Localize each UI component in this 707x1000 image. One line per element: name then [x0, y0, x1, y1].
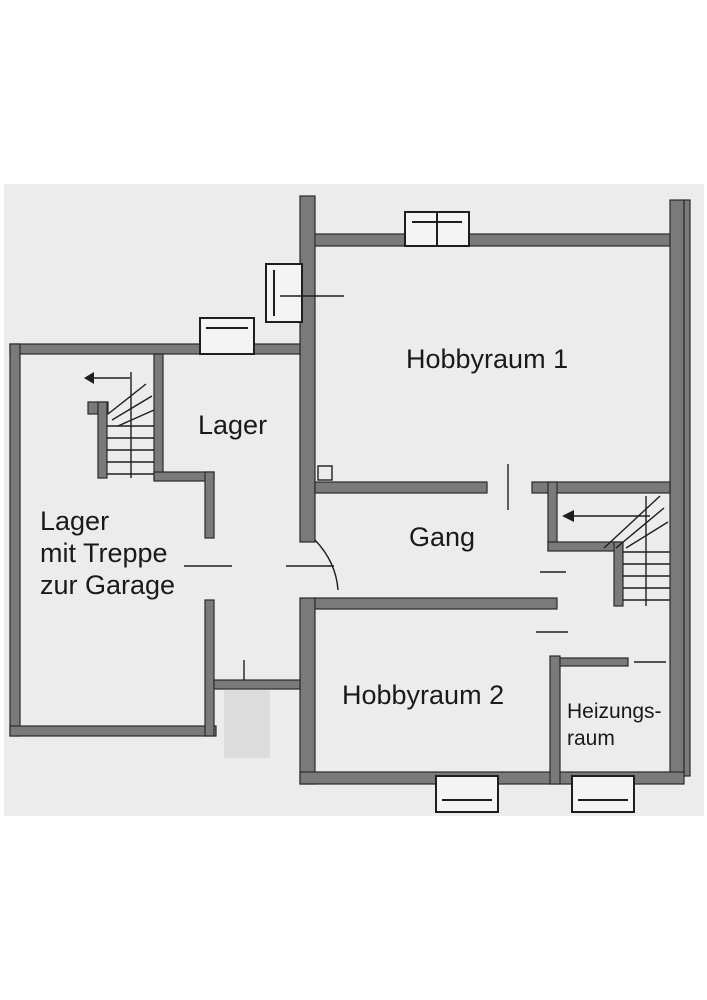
window-center-upper [265, 263, 303, 323]
wall-lager-stair-vertical [153, 353, 164, 481]
wall-heizung-left [549, 655, 561, 785]
wall-center-vertical-lower [299, 597, 316, 785]
wall-gang-top [314, 481, 488, 494]
wall-heizung-top [559, 657, 629, 667]
room-label-gang: Gang [409, 522, 476, 552]
stair-right-arrow-head [562, 510, 574, 522]
stair-left-winder [107, 383, 155, 427]
wall-hobby1-top [313, 233, 675, 247]
wall-left-top [9, 343, 301, 355]
wall-lager-divider-lower [204, 599, 215, 737]
plan-paper [4, 184, 704, 816]
wall-stair-box-bottom [547, 541, 623, 552]
wall-center-vertical-upper [299, 195, 316, 543]
room-label-heizungsraum-line-1: Heizungs- [567, 700, 662, 723]
room-label-lager-garage-line-1: Lager [40, 506, 110, 536]
wall-right-outer-2 [683, 199, 691, 777]
room-label-heizungsraum-line-2: raum [567, 727, 615, 751]
garage-grey-area [224, 690, 270, 758]
wall-left-outer [9, 343, 21, 737]
wall-stair-box-right [613, 541, 624, 607]
wall-gang-top-right [531, 481, 671, 494]
wall-garage-passage [213, 679, 301, 690]
window-heizung-bottom [571, 775, 635, 813]
room-label-heizungsraum: Heizungs- raum [567, 698, 662, 753]
wall-stair-box-left [547, 481, 558, 551]
wall-right-outer [669, 199, 685, 777]
stair-right-winder [603, 495, 669, 549]
wall-lager-divider-upper [204, 471, 215, 539]
room-label-hobbyraum-1: Hobbyraum 1 [406, 344, 569, 374]
room-label-lager-garage: Lager mit Treppe zur Garage [40, 506, 175, 602]
door-swing-center [314, 539, 339, 591]
wall-left-bottom [9, 725, 217, 737]
room-label-lager: Lager [198, 410, 268, 440]
room-label-lager-garage-line-3: zur Garage [40, 569, 176, 600]
corner-marker [317, 465, 333, 481]
room-label-hobbyraum-2: Hobbyraum 2 [342, 680, 505, 710]
wall-gang-bottom [314, 597, 558, 610]
window-hobby2-bottom [435, 775, 499, 813]
stair-left-arrow-head [84, 372, 94, 384]
room-label-lager-garage-line-2: mit Treppe [40, 537, 168, 568]
wall-stair-left-post [97, 401, 108, 479]
window-lager-top [199, 317, 255, 355]
